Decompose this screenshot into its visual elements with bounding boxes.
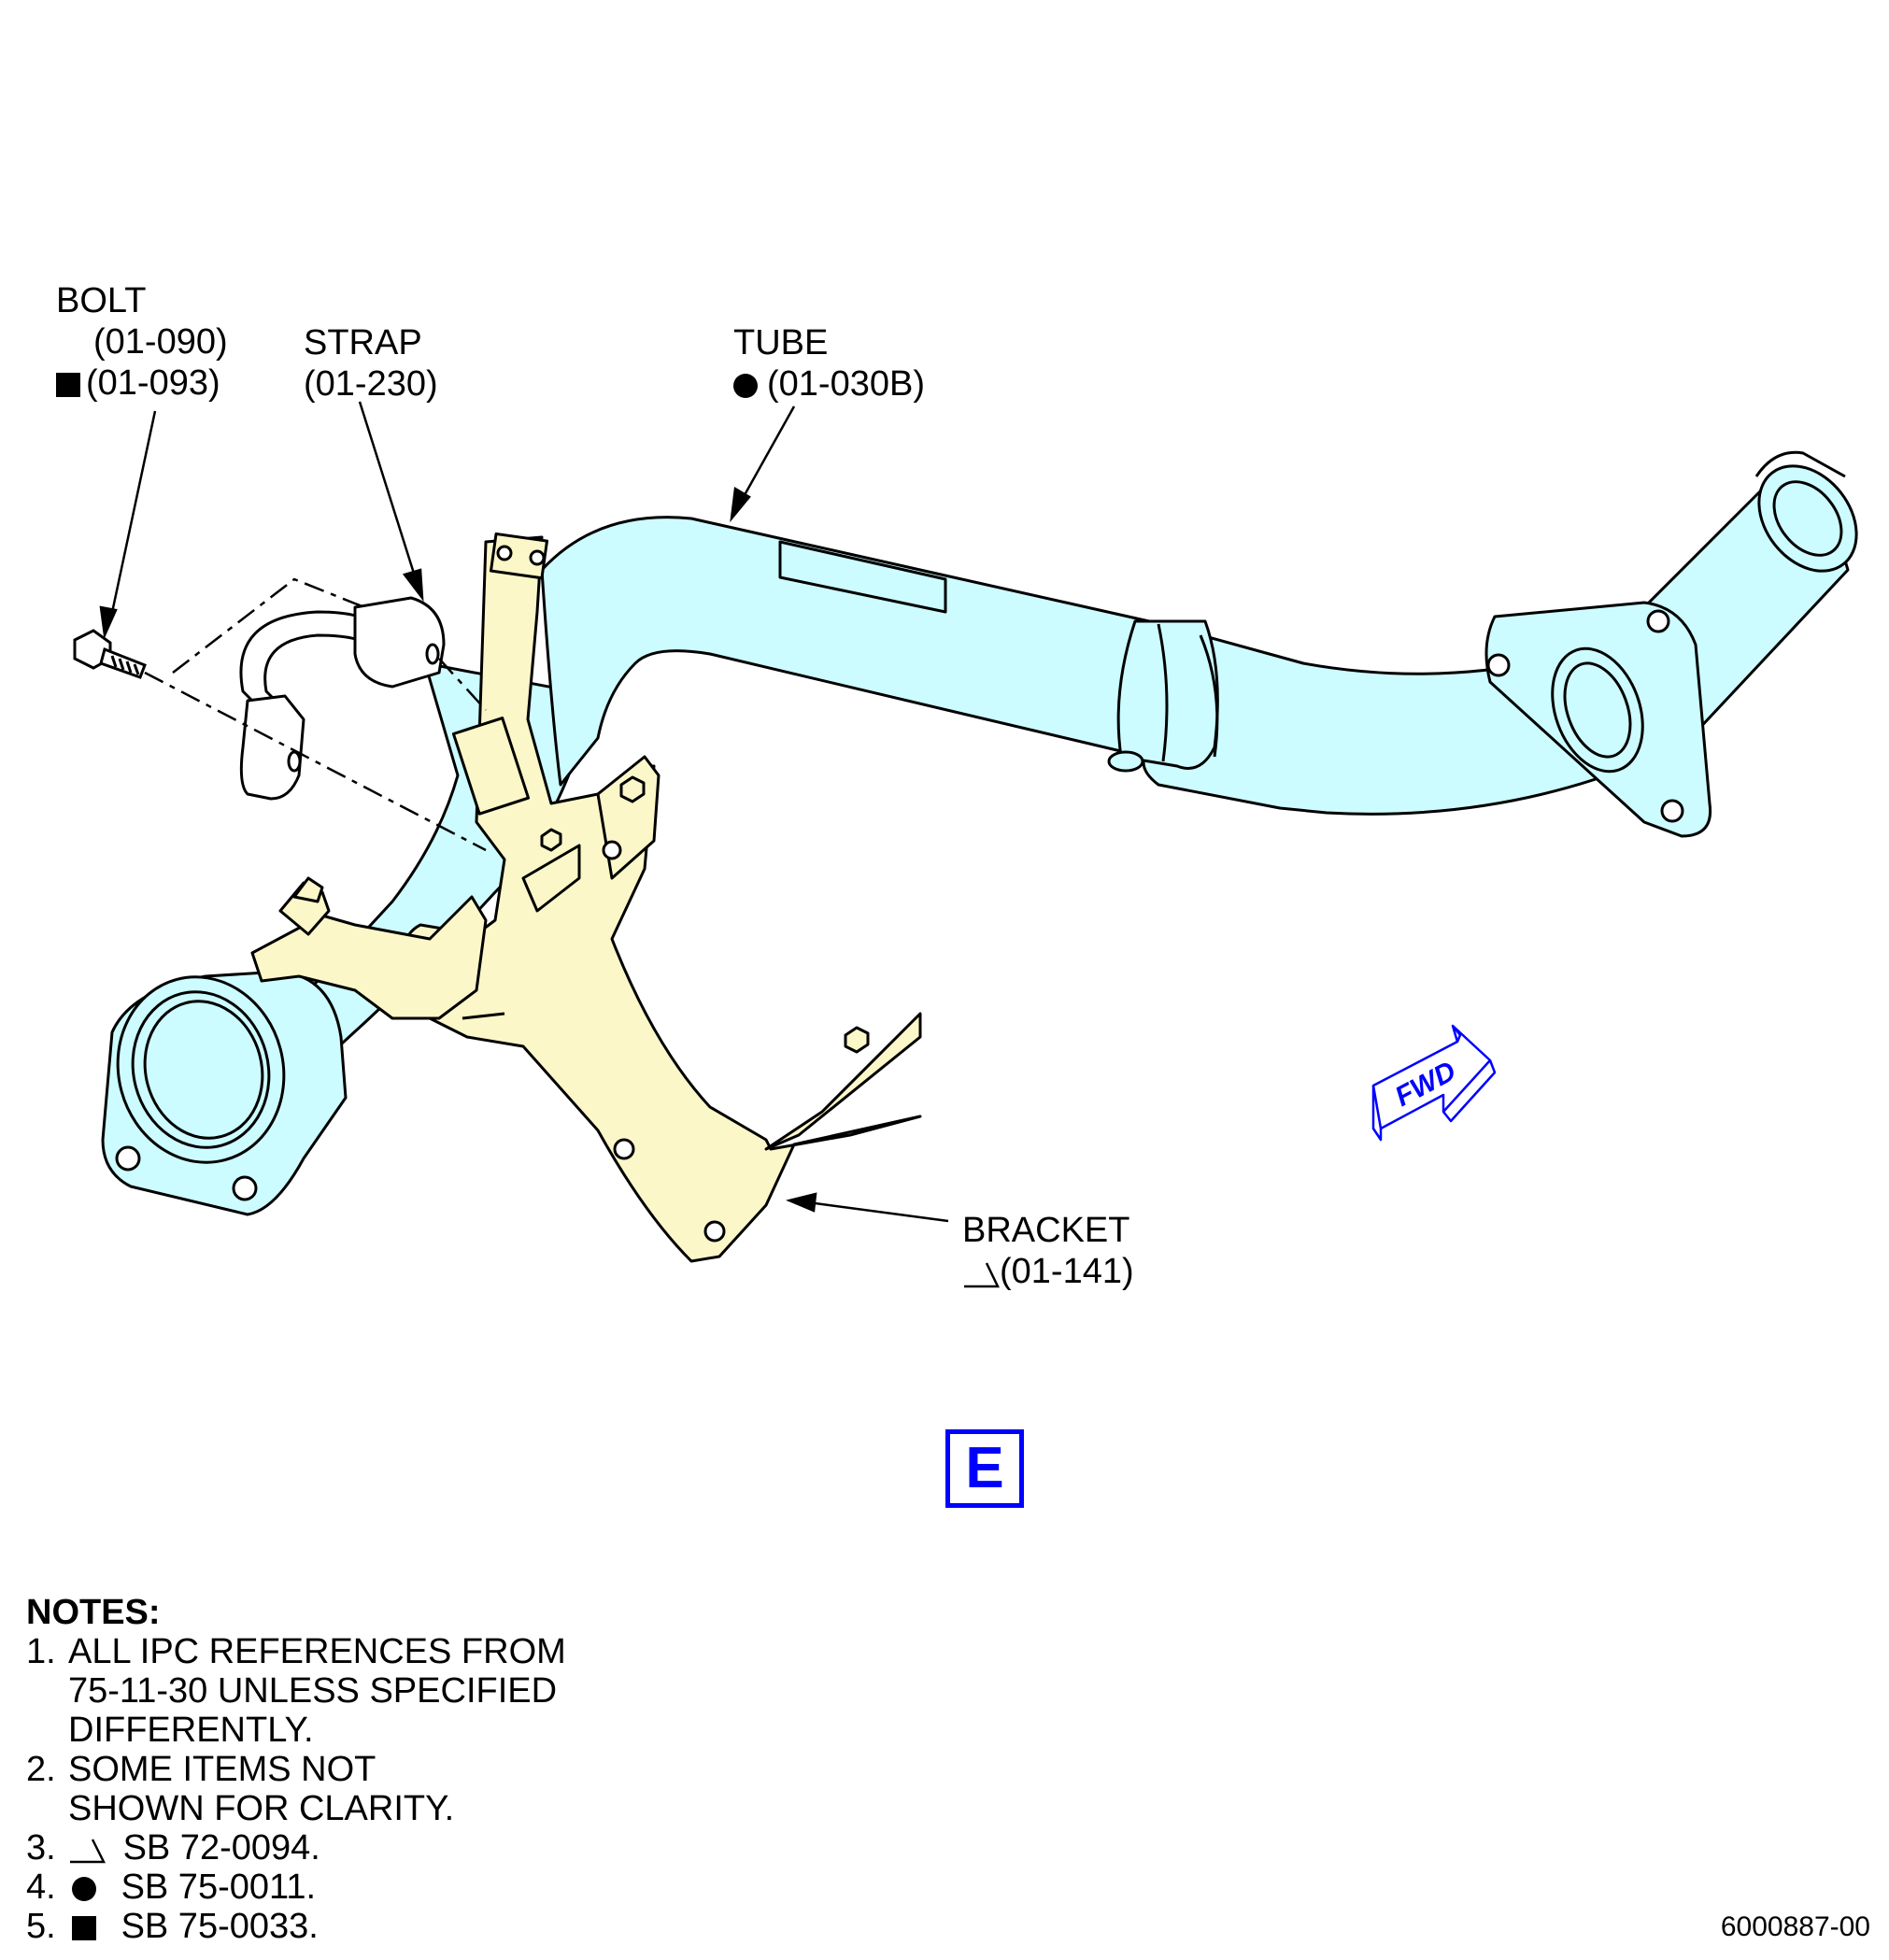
strap-tab-upper bbox=[353, 596, 446, 689]
note-number: 4. bbox=[26, 1868, 56, 1907]
assembly-center-lines bbox=[144, 577, 487, 852]
strap-label: STRAP (01-230) bbox=[304, 322, 438, 405]
note-item-3: 3. SB 72-0094. bbox=[26, 1828, 680, 1868]
note-number: 3. bbox=[26, 1828, 56, 1868]
bolt-label: BOLT (01-090) (01-093) bbox=[56, 280, 228, 404]
bracket-clamp-block bbox=[451, 717, 531, 816]
bracket-part bbox=[250, 532, 922, 1263]
note-number: 5. bbox=[26, 1907, 56, 1946]
bracket-ref: (01-141) bbox=[1000, 1252, 1134, 1291]
bracket-label: BRACKET (01-141) bbox=[962, 1210, 1134, 1292]
note-line: DIFFERENTLY. bbox=[68, 1711, 314, 1750]
note-item-4: 4. SB 75-0011. bbox=[26, 1868, 680, 1907]
tube-label-plate bbox=[778, 540, 947, 614]
bracket-lower-tab bbox=[764, 1012, 922, 1151]
triangle-flag-icon bbox=[964, 1262, 1000, 1288]
note-number: 2. bbox=[26, 1750, 56, 1789]
note-line: ALL IPC REFERENCES FROM bbox=[68, 1632, 566, 1671]
note-number: 1. bbox=[26, 1632, 56, 1671]
tube-name: TUBE bbox=[733, 323, 829, 362]
strap-tab-lower bbox=[239, 694, 305, 801]
fwd-arrow-icon: FWD bbox=[1371, 1024, 1497, 1142]
square-symbol-icon bbox=[56, 372, 80, 397]
strap-ref: (01-230) bbox=[304, 364, 438, 404]
note-item-2: 2. SOME ITEMS NOT SHOWN FOR CLARITY. bbox=[26, 1750, 680, 1828]
tube-label: TUBE (01-030B) bbox=[733, 322, 925, 405]
circle-symbol-icon bbox=[733, 373, 758, 398]
note-line: SOME ITEMS NOT bbox=[68, 1750, 376, 1789]
tube-part bbox=[101, 450, 1858, 1216]
note-item-5: 5. SB 75-0033. bbox=[26, 1907, 680, 1946]
bracket-name: BRACKET bbox=[962, 1211, 1130, 1250]
bolt-ref-1: (01-090) bbox=[93, 322, 228, 362]
circle-symbol-icon bbox=[72, 1876, 96, 1901]
note-text: SB 72-0094. bbox=[122, 1828, 320, 1868]
view-letter-box: E bbox=[945, 1429, 1024, 1508]
triangle-flag-icon bbox=[70, 1839, 106, 1864]
note-item-1: 1. ALL IPC REFERENCES FROM 75-11-30 UNLE… bbox=[26, 1632, 680, 1750]
leader-lines bbox=[99, 401, 949, 1223]
note-line: 75-11-30 UNLESS SPECIFIED bbox=[68, 1671, 558, 1711]
bolt-part bbox=[73, 629, 147, 679]
square-symbol-icon bbox=[72, 1915, 96, 1940]
strap-part bbox=[239, 596, 446, 801]
view-letter: E bbox=[965, 1436, 1004, 1500]
note-line: SHOWN FOR CLARITY. bbox=[68, 1789, 455, 1828]
tube-main-run bbox=[540, 516, 1646, 816]
bolt-ref-2: (01-093) bbox=[86, 363, 220, 403]
figure-id: 6000887-00 bbox=[1720, 1911, 1870, 1942]
note-text: SB 75-0033. bbox=[121, 1907, 319, 1946]
notes-heading: NOTES: bbox=[26, 1593, 161, 1632]
tube-end-fitting-inner bbox=[1772, 480, 1843, 557]
strap-band bbox=[239, 610, 371, 712]
note-text: SB 75-0011. bbox=[121, 1868, 317, 1907]
tube-ref: (01-030B) bbox=[767, 364, 925, 404]
strap-name: STRAP bbox=[304, 323, 422, 362]
notes-block: NOTES: 1. ALL IPC REFERENCES FROM 75-11-… bbox=[26, 1593, 680, 1946]
bolt-name: BOLT bbox=[56, 281, 147, 320]
